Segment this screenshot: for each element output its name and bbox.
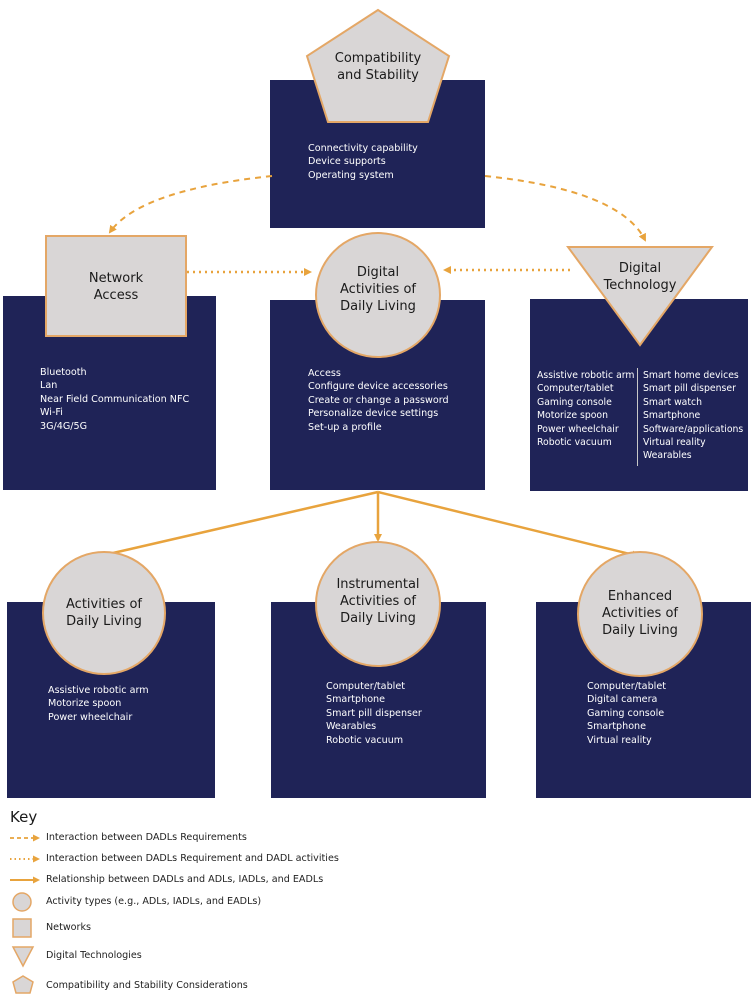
dadl-to-eadl-arrow xyxy=(377,490,640,559)
list-item: Power wheelchair xyxy=(48,711,133,723)
iadl-circle xyxy=(315,541,441,667)
list-item: Smartphone xyxy=(643,410,701,422)
tech-title-line: Digital xyxy=(618,261,662,276)
dadl-list: Access Configure device accessories Crea… xyxy=(308,367,449,434)
eadl-circle xyxy=(577,551,703,677)
list-item: Smart home devices xyxy=(643,370,739,381)
list-item: Access xyxy=(308,368,341,379)
list-item: Robotic vacuum xyxy=(326,734,404,746)
dadl-title: Digital Activities of Daily Living xyxy=(316,264,440,315)
list-item: Smart pill dispenser xyxy=(643,383,736,395)
compat-to-network-arrow xyxy=(108,175,273,234)
tech-list-left: Assistive robotic arm Computer/tablet Ga… xyxy=(537,369,634,449)
list-item: Power wheelchair xyxy=(537,423,619,435)
list-item: Smartphone xyxy=(587,721,647,733)
key-label-triangle: Digital Technologies xyxy=(46,950,142,961)
iadl-title: Instrumental Activities of Daily Living xyxy=(316,576,440,627)
list-item: Lan xyxy=(40,380,58,392)
eadl-title-line: Daily Living xyxy=(602,623,678,638)
list-item: Personalize device settings xyxy=(308,408,439,420)
dadl-circle xyxy=(315,232,441,358)
compatibility-title: Compatibility and Stability xyxy=(308,50,448,84)
list-item: Motorize spoon xyxy=(537,410,609,422)
adl-title: Activities of Daily Living xyxy=(44,596,164,630)
list-item: 3G/4G/5G xyxy=(40,420,88,432)
iadl-title-line: Activities of xyxy=(340,594,416,609)
dadl-title-line: Digital xyxy=(356,265,400,280)
list-item: Computer/tablet xyxy=(537,383,614,395)
list-item: Smartphone xyxy=(326,694,386,706)
list-item: Set-up a profile xyxy=(308,421,382,433)
tech-title-line: Technology xyxy=(603,278,677,293)
tech-triangle xyxy=(566,246,714,347)
network-title-line: Network xyxy=(88,271,144,286)
list-item: Software/applications xyxy=(643,423,744,435)
compatibility-list: Connectivity capability Device supports … xyxy=(308,142,418,182)
list-item: Device supports xyxy=(308,156,386,168)
tech-list-divider xyxy=(637,368,638,466)
list-item: Gaming console xyxy=(587,707,665,719)
adl-title-line: Daily Living xyxy=(66,614,142,629)
list-item: Robotic vacuum xyxy=(537,437,612,449)
network-title: Network Access xyxy=(46,270,186,304)
compatibility-title-line: Compatibility xyxy=(334,51,422,66)
key-label-dotted: Interaction between DADLs Requirement an… xyxy=(46,853,339,864)
compatibility-title-line: and Stability xyxy=(337,68,419,83)
compatibility-pentagon xyxy=(305,8,451,123)
connector-layer xyxy=(42,8,714,677)
eadl-title: Enhanced Activities of Daily Living xyxy=(578,588,702,639)
key-title: Key xyxy=(10,808,38,826)
list-item: Create or change a password xyxy=(308,394,449,406)
eadl-title-line: Enhanced xyxy=(607,589,673,604)
circle-icon xyxy=(12,892,32,912)
list-item: Wi-Fi xyxy=(40,407,63,419)
network-title-line: Access xyxy=(93,288,139,303)
tech-list-right: Smart home devices Smart pill dispenser … xyxy=(643,369,743,463)
key-label-pentagon: Compatibility and Stability Consideratio… xyxy=(46,980,248,991)
list-item: Assistive robotic arm xyxy=(537,370,635,381)
list-item: Connectivity capability xyxy=(308,143,418,154)
list-item: Virtual reality xyxy=(643,437,706,449)
key-label-dashed: Interaction between DADLs Requirements xyxy=(46,832,247,843)
list-item: Assistive robotic arm xyxy=(48,685,149,696)
iadl-title-line: Instrumental xyxy=(336,577,420,592)
eadl-title-line: Activities of xyxy=(602,606,678,621)
list-item: Smart watch xyxy=(643,396,703,408)
network-square xyxy=(45,235,187,337)
key-label-circle: Activity types (e.g., ADLs, IADLs, and E… xyxy=(46,896,262,907)
adl-title-line: Activities of xyxy=(66,597,142,612)
list-item: Virtual reality xyxy=(587,734,652,746)
list-item: Near Field Communication NFC xyxy=(40,393,190,405)
list-item: Configure device accessories xyxy=(308,381,448,393)
list-item: Computer/tablet xyxy=(587,681,666,692)
pentagon-icon xyxy=(12,975,34,994)
iadl-list: Computer/tablet Smartphone Smart pill di… xyxy=(326,680,422,747)
adl-circle xyxy=(42,551,166,675)
tech-title: Digital Technology xyxy=(578,260,702,294)
dadl-title-line: Daily Living xyxy=(340,299,416,314)
compat-to-tech-arrow xyxy=(484,175,646,242)
adl-list: Assistive robotic arm Motorize spoon Pow… xyxy=(48,684,149,724)
list-item: Operating system xyxy=(308,169,394,181)
list-item: Motorize spoon xyxy=(48,698,122,710)
list-item: Bluetooth xyxy=(40,367,87,378)
network-list: Bluetooth Lan Near Field Communication N… xyxy=(40,366,189,433)
list-item: Digital camera xyxy=(587,694,658,706)
list-item: Wearables xyxy=(643,450,692,462)
list-item: Computer/tablet xyxy=(326,681,405,692)
list-item: Gaming console xyxy=(537,396,612,408)
list-item: Smart pill dispenser xyxy=(326,707,422,719)
list-item: Wearables xyxy=(326,721,377,733)
key-symbols xyxy=(10,834,40,994)
iadl-title-line: Daily Living xyxy=(340,611,416,626)
key-label-square: Networks xyxy=(46,922,92,933)
dadl-to-adl-arrow xyxy=(98,490,379,559)
eadl-list: Computer/tablet Digital camera Gaming co… xyxy=(587,680,666,747)
dadl-title-line: Activities of xyxy=(340,282,416,297)
square-icon xyxy=(12,918,32,938)
key-label-solid: Relationship between DADLs and ADLs, IAD… xyxy=(46,874,324,885)
triangle-icon xyxy=(11,946,35,968)
